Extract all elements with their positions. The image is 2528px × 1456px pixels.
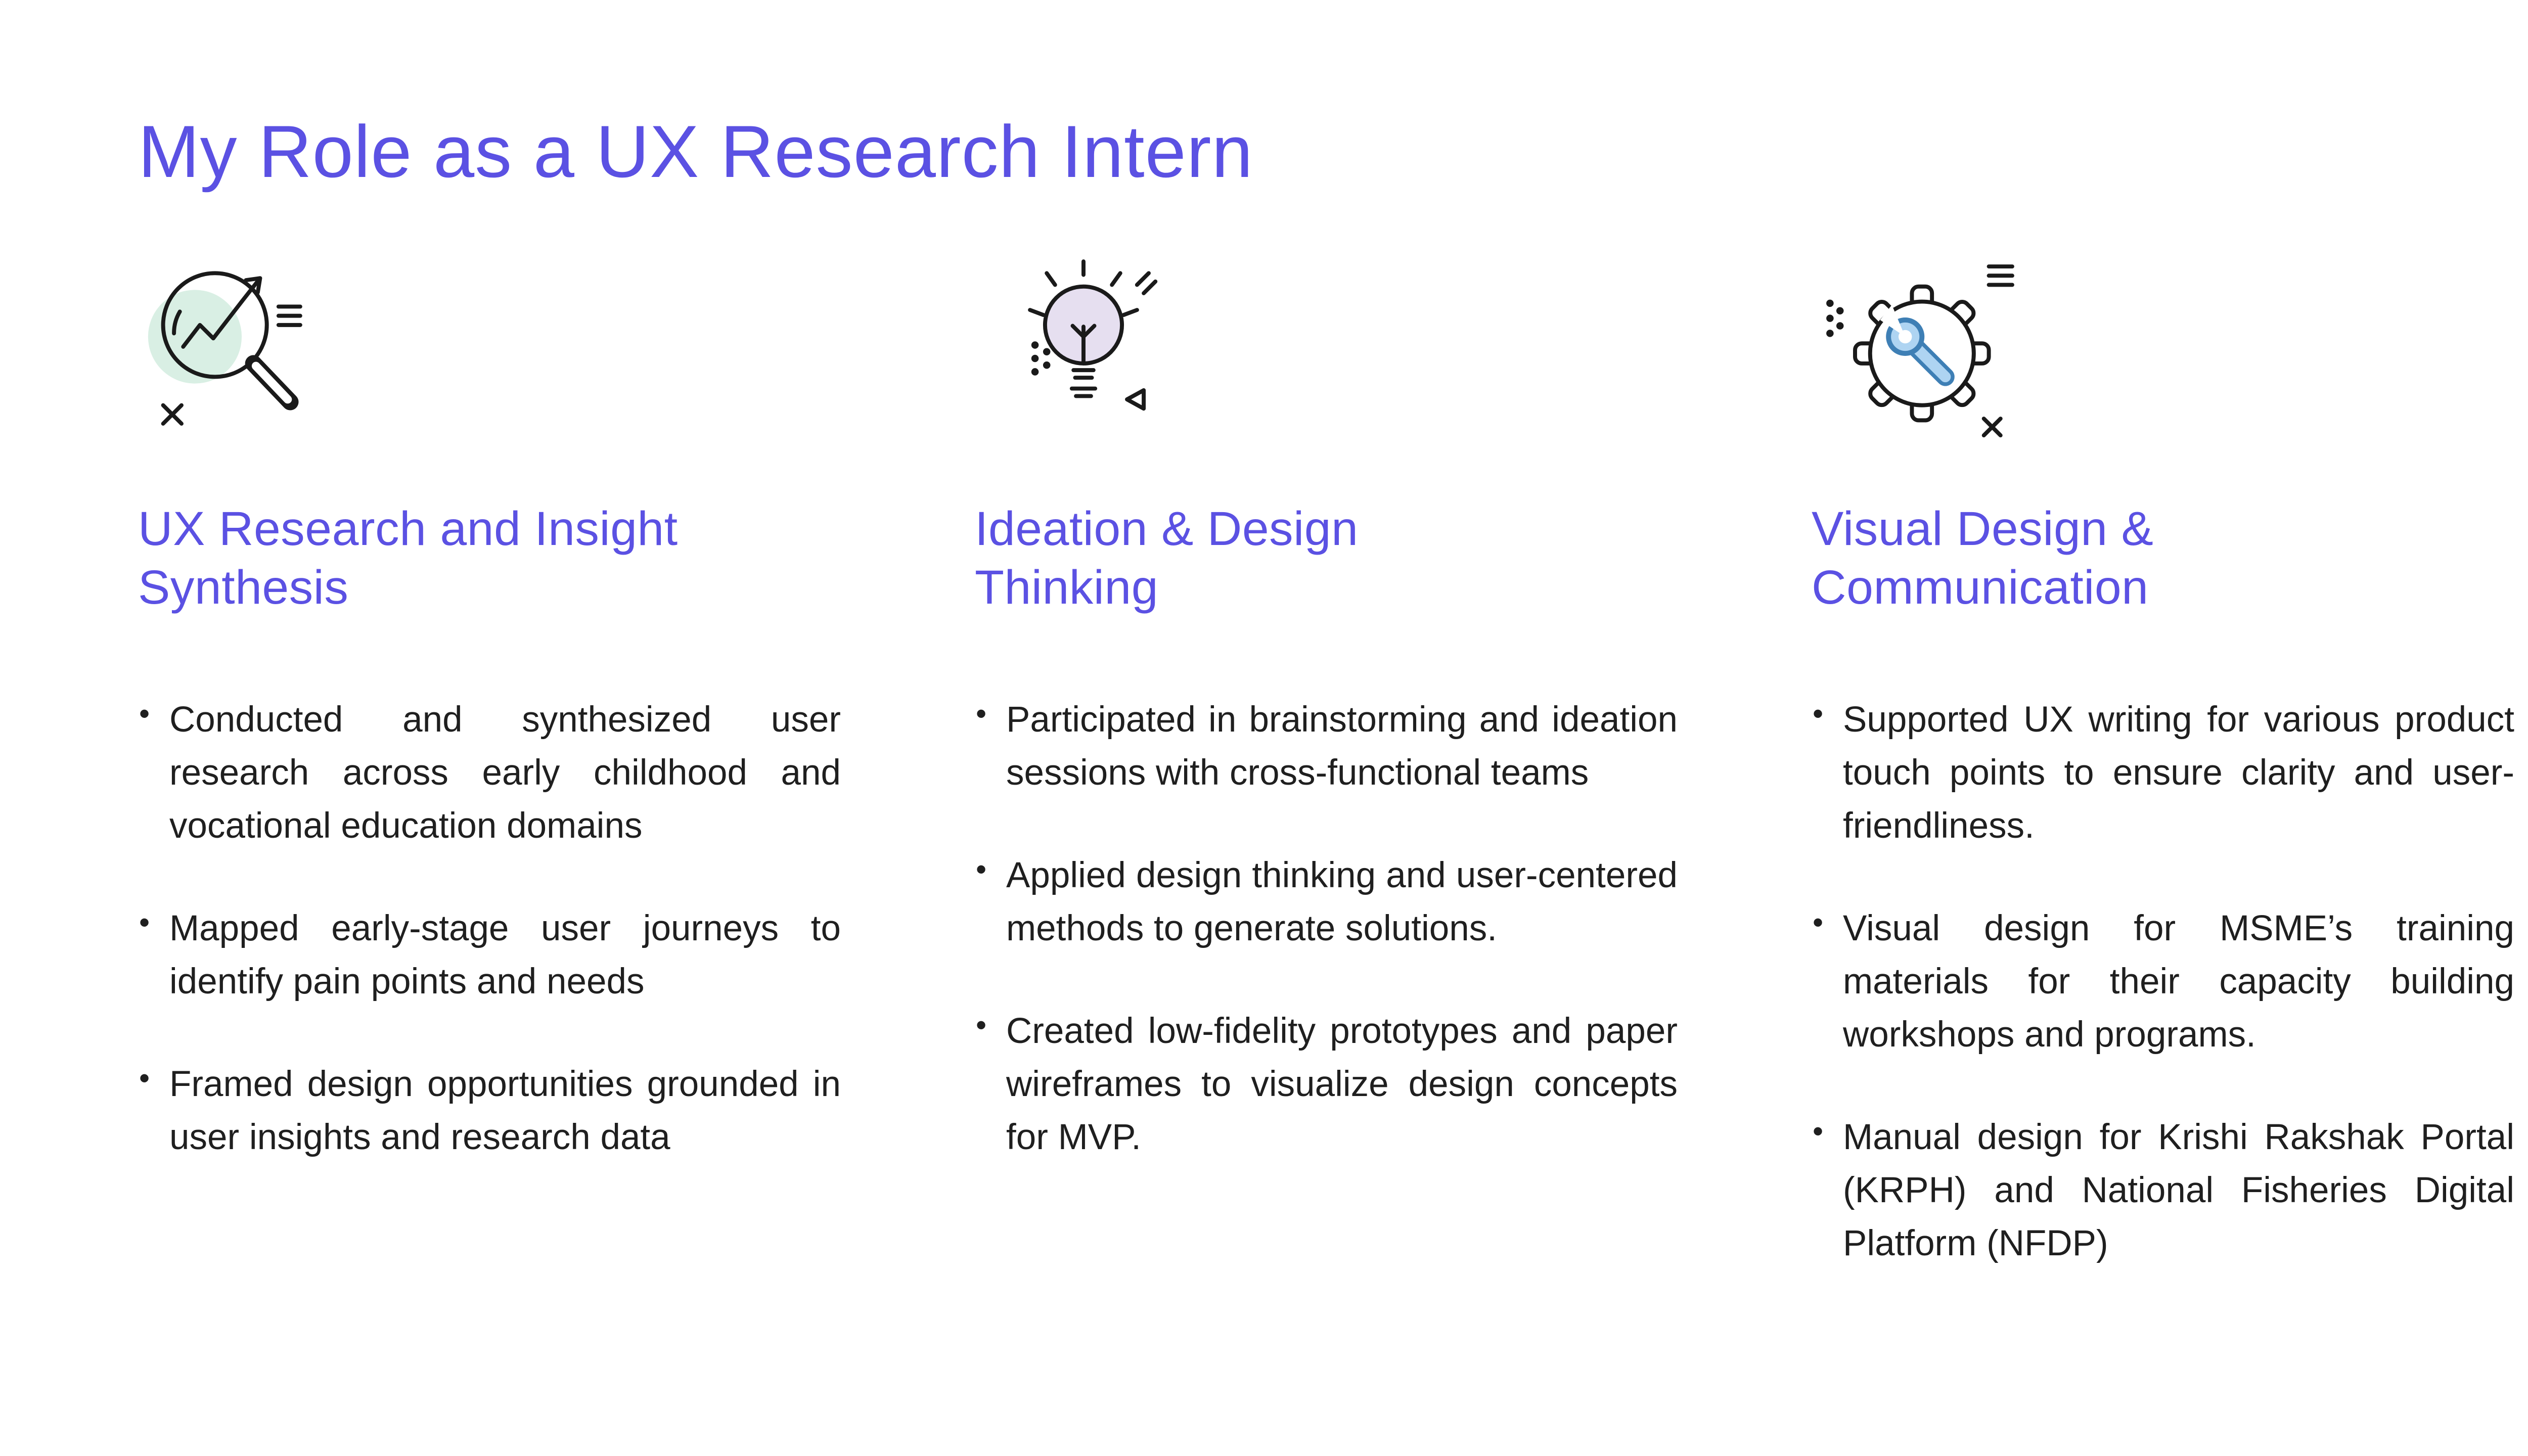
bullet-item: Applied design thinking and user-centere…: [975, 847, 1678, 955]
column-visual-design: Visual Design & Communication Supported …: [1812, 250, 2514, 1320]
heading-line: Synthesis: [138, 560, 349, 614]
bullet-list: Conducted and synthesized user research …: [138, 691, 841, 1164]
heading-line: UX Research and Insight: [138, 502, 678, 556]
bullet-item: Framed design opportunities grounded in …: [138, 1056, 841, 1164]
page-title: My Role as a UX Research Intern: [138, 110, 1253, 193]
heading-line: Ideation & Design: [975, 502, 1359, 556]
column-heading: UX Research and Insight Synthesis: [138, 500, 841, 617]
bullet-item: Visual design for MSME’s training materi…: [1812, 900, 2514, 1061]
bullet-item: Manual design for Krishi Rakshak Portal …: [1812, 1109, 2514, 1270]
column-ideation: Ideation & Design Thinking Participated …: [975, 250, 1678, 1320]
bullet-item: Created low-fidelity prototypes and pape…: [975, 1003, 1678, 1164]
heading-line: Thinking: [975, 560, 1159, 614]
heading-line: Communication: [1812, 560, 2149, 614]
column-heading: Ideation & Design Thinking: [975, 500, 1678, 617]
bullet-item: Participated in brainstorming and ideati…: [975, 691, 1678, 799]
bullet-list: Participated in brainstorming and ideati…: [975, 691, 1678, 1164]
bullet-item: Conducted and synthesized user research …: [138, 691, 841, 852]
bullet-list: Supported UX writing for various product…: [1812, 691, 2514, 1270]
gear-wrench-icon: [1812, 250, 2514, 477]
column-heading: Visual Design & Communication: [1812, 500, 2514, 617]
bullet-item: Mapped early-stage user journeys to iden…: [138, 900, 841, 1008]
lightbulb-idea-icon: [975, 250, 1678, 477]
columns-row: UX Research and Insight Synthesis Conduc…: [138, 250, 2528, 1320]
column-ux-research: UX Research and Insight Synthesis Conduc…: [138, 250, 841, 1320]
bullet-item: Supported UX writing for various product…: [1812, 691, 2514, 852]
heading-line: Visual Design &: [1812, 502, 2154, 556]
magnifier-trend-chart-icon: [138, 250, 841, 477]
